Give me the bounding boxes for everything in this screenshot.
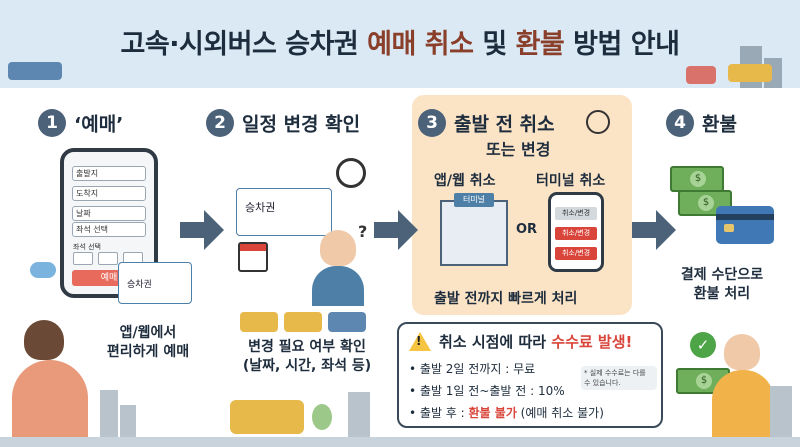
refresh-icon: [586, 110, 610, 134]
question-mark-icon: ?: [358, 222, 368, 241]
bus-icon: [284, 312, 322, 332]
seat-select-field: 좌석 선택: [72, 222, 146, 237]
clock-icon: [336, 158, 366, 188]
fee-info-box: ! 취소 시점에 따라 수수료 발생! • 출발 2일 전까지 : 무료 • 출…: [397, 322, 663, 428]
header-banner: 고속·시외버스 승차권 예매 취소 및 환불 방법 안내: [0, 0, 800, 88]
bus-icon: [230, 400, 304, 434]
cloud-icon: [30, 262, 56, 278]
building: [100, 390, 118, 437]
bus-icon: [240, 312, 278, 332]
credit-card-icon: [716, 206, 774, 244]
calendar-icon: [238, 242, 268, 272]
tree-icon: [312, 404, 332, 430]
step-number-badge: 1: [38, 109, 66, 137]
fee-item: • 출발 1일 전~출발 전 : 10%: [409, 384, 565, 398]
bus-icon: [686, 66, 716, 84]
terminal-booth: [440, 200, 508, 266]
ticket-icon: 승차권: [118, 262, 192, 304]
phone-booking-form: 출발지 도착지 날짜 좌석 선택 좌석 선택 예매: [60, 148, 158, 298]
arrival-field: 도착지: [72, 186, 146, 201]
step-3-subtitle: 또는 변경: [486, 140, 551, 159]
terminal-sign: 터미널: [454, 193, 494, 207]
thinking-person: [320, 230, 356, 266]
building: [120, 405, 136, 437]
or-label: OR: [516, 222, 538, 237]
step-number-badge: 2: [206, 109, 234, 137]
step-2-caption: 변경 필요 여부 확인(날짜, 시간, 좌석 등): [242, 339, 372, 374]
departure-field: 출발지: [72, 166, 146, 181]
app-web-cancel-label: 앱/웹 취소: [434, 173, 496, 189]
step-1-title: 1‘예매’: [38, 109, 123, 137]
bus-icon: [728, 64, 772, 82]
cancel-change-button: 취소/변경: [555, 247, 597, 260]
person-receiving-refund: [724, 334, 760, 370]
fee-title: 취소 시점에 따라 수수료 발생!: [439, 333, 633, 351]
warning-icon: [409, 332, 431, 351]
ticket-label: 승차권: [245, 201, 276, 214]
person-body: [312, 266, 364, 306]
check-icon: ✓: [690, 332, 716, 358]
warning-mark: !: [416, 334, 422, 348]
ticket-label: 승차권: [127, 280, 152, 290]
seat-box: [73, 252, 93, 265]
arrow-right-icon: [180, 210, 224, 250]
step-number-badge: 3: [418, 109, 446, 137]
fee-note: * 실제 수수료는 다를 수 있습니다.: [581, 366, 657, 390]
cancel-change-button: 취소/변경: [555, 227, 597, 240]
date-field: 날짜: [72, 206, 146, 221]
cancel-change-button: 취소/변경: [555, 207, 597, 220]
building: [348, 392, 370, 437]
fee-item: • 출발 후 : 환불 불가 (예매 취소 불가): [409, 406, 604, 420]
person-body: [12, 360, 88, 440]
terminal-cancel-label: 터미널 취소: [536, 173, 606, 189]
phone-cancel-screen: 취소/변경 취소/변경 취소/변경: [548, 192, 604, 272]
seat-box: [98, 252, 118, 265]
person-body: [712, 370, 774, 440]
ticket-icon: 승차권: [236, 188, 332, 236]
step-number-badge: 4: [666, 109, 694, 137]
person-with-phone: [24, 320, 64, 360]
money-icon: $: [670, 166, 724, 192]
page-title: 고속·시외버스 승차권 예매 취소 및 환불 방법 안내: [120, 29, 680, 60]
fee-item: • 출발 2일 전까지 : 무료: [409, 362, 536, 376]
step-3-caption: 출발 전까지 빠르게 처리: [434, 291, 578, 307]
bus-icon: [8, 62, 62, 80]
arrow-right-icon: [632, 210, 676, 250]
seat-label: 좌석 선택: [73, 243, 101, 251]
bus-icon: [328, 312, 366, 332]
ground: [0, 437, 800, 447]
building: [770, 386, 792, 437]
money-icon: $: [678, 190, 732, 216]
arrow-right-icon: [374, 210, 418, 250]
